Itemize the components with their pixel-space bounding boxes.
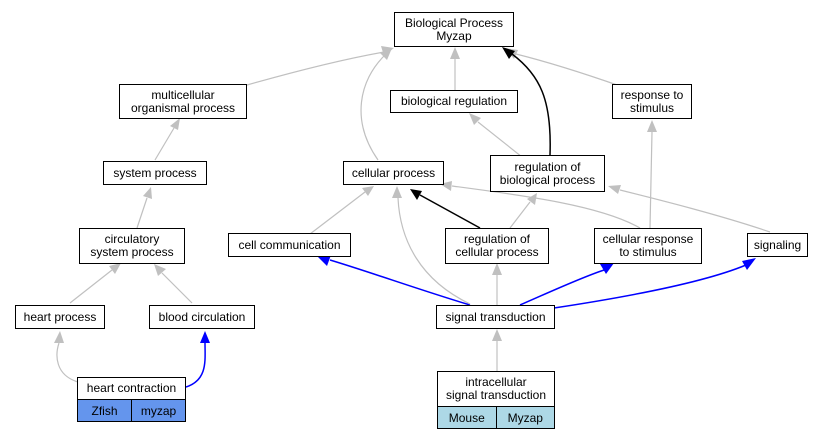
edge-circulatory-to-system xyxy=(136,197,148,229)
tag-myzap-zfish[interactable]: myzap xyxy=(131,400,185,421)
node-cellular-response-to-stimulus[interactable]: cellular response to stimulus xyxy=(594,228,702,264)
node-system-process[interactable]: system process xyxy=(103,161,207,185)
tag-myzap-mouse[interactable]: Myzap xyxy=(495,407,554,428)
edge-cellresp-to-response xyxy=(649,131,653,229)
arrowhead-regcell-cellular xyxy=(410,189,422,200)
arrowhead-intracell-signal xyxy=(492,329,502,341)
arrowhead-regcell-regbio xyxy=(527,193,537,205)
arrowhead-heartproc-circulatory xyxy=(109,263,121,274)
edge-regcell-to-cellular xyxy=(419,194,481,229)
node-heart-contraction[interactable]: heart contraction xyxy=(77,377,186,400)
node-response-to-stimulus[interactable]: response to stimulus xyxy=(612,84,692,119)
tag-zfish[interactable]: Zfish xyxy=(78,400,131,421)
edge-response-to-root xyxy=(515,53,621,87)
arrowhead-circulatory-system xyxy=(143,187,152,199)
node-cellular-process[interactable]: cellular process xyxy=(343,161,444,185)
node-blood-circulation[interactable]: blood circulation xyxy=(149,305,255,329)
arrowhead-heartcontr-bloodcirc xyxy=(200,331,210,343)
arrowhead-regbio-bioreg xyxy=(469,113,481,125)
edge-heartcontr-to-bloodcirc xyxy=(185,342,206,388)
arrowhead-bloodcirc-circulatory xyxy=(154,264,166,276)
node-regulation-of-biological-process[interactable]: regulation of biological process xyxy=(490,155,605,192)
node-regulation-of-cellular-process[interactable]: regulation of cellular process xyxy=(445,228,549,264)
arrowhead-signal-cellresp xyxy=(600,263,614,274)
arrowhead-cellresp-response xyxy=(647,120,657,132)
edge-heartcontr-to-heartproc xyxy=(56,342,79,383)
node-signaling[interactable]: signaling xyxy=(747,233,808,257)
intracellular-signal-transduction-tags: Mouse Myzap xyxy=(437,407,555,429)
node-multicellular-organismal-process[interactable]: multicellular organismal process xyxy=(119,84,247,119)
arrowhead-heartcontr-heartproc xyxy=(54,331,64,343)
node-signal-transduction[interactable]: signal transduction xyxy=(436,305,555,329)
edge-system-to-multicellular xyxy=(154,127,175,161)
arrowhead-signal-cellcomm xyxy=(317,255,331,266)
edge-regbio-to-root xyxy=(511,53,551,156)
arrowhead-cellular-root xyxy=(380,48,392,60)
heart-contraction-tags: Zfish myzap xyxy=(77,400,186,422)
tag-mouse[interactable]: Mouse xyxy=(438,407,496,428)
edge-signal-to-cellular xyxy=(397,197,471,305)
arrowhead-signaling-regbio xyxy=(608,185,621,194)
edge-multicellular-to-root xyxy=(246,51,385,86)
edge-cellresp-to-cellular xyxy=(451,185,641,229)
edge-regbio-to-bioreg xyxy=(477,121,523,158)
edge-signal-to-signaling xyxy=(553,264,747,309)
node-intracellular-signal-transduction[interactable]: intracellular signal transduction xyxy=(437,371,555,407)
edge-bloodcirc-to-circulatory xyxy=(161,272,193,304)
edge-signal-to-cellcomm xyxy=(329,259,471,306)
edge-cellcomm-to-cellular xyxy=(309,191,366,235)
arrowhead-regbio-root xyxy=(502,47,515,59)
arrowhead-cellcomm-cellular xyxy=(362,186,374,196)
arrowhead-signal-cellular xyxy=(392,186,402,198)
arrowhead-signal-regcell xyxy=(492,263,502,275)
node-heart-process[interactable]: heart process xyxy=(15,305,105,329)
edge-signaling-to-regbio xyxy=(619,189,771,233)
node-biological-regulation[interactable]: biological regulation xyxy=(390,90,518,113)
node-cell-communication[interactable]: cell communication xyxy=(228,233,351,257)
edge-heartproc-to-circulatory xyxy=(69,269,113,304)
node-circulatory-system-process[interactable]: circulatory system process xyxy=(79,228,185,264)
node-biological-process-myzap[interactable]: Biological Process Myzap xyxy=(394,12,514,47)
edge-regcell-to-regbio xyxy=(509,201,531,229)
arrowhead-system-multicellular xyxy=(170,118,180,130)
arrowhead-signal-signaling xyxy=(742,258,756,270)
arrowhead-bioreg-root xyxy=(450,47,460,59)
edge-signal-to-cellresp xyxy=(519,269,605,306)
edge-cellular-to-root xyxy=(360,55,385,161)
